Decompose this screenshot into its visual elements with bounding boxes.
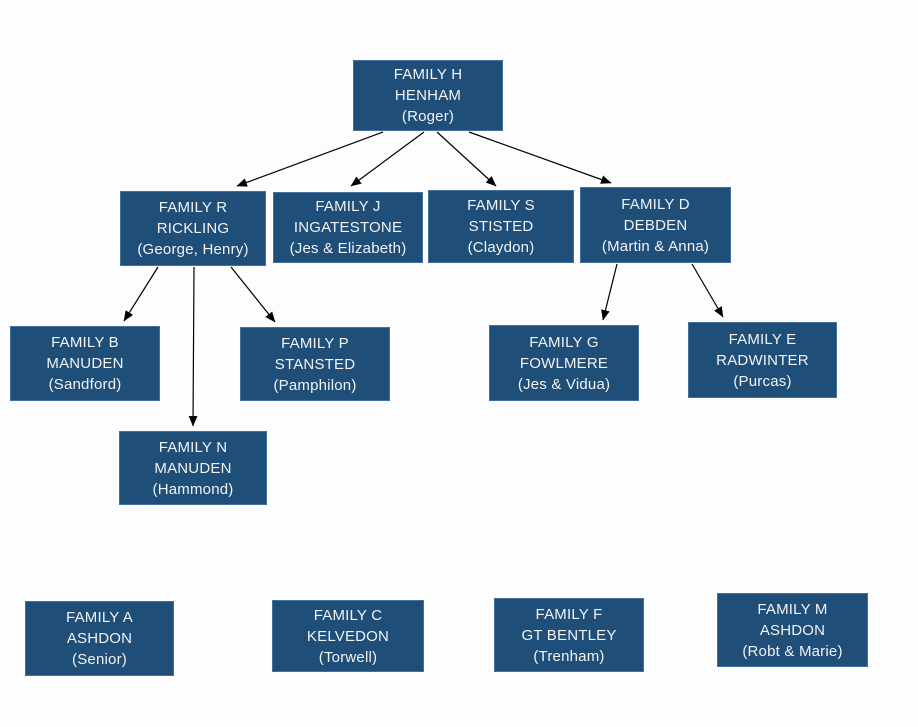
arrow-family-h-to-family-s	[436, 131, 497, 187]
node-label: FAMILY E	[728, 330, 797, 348]
family-node-family-e: FAMILY E RADWINTER (Purcas)	[688, 322, 837, 398]
node-label: DEBDEN	[623, 216, 688, 234]
node-label: MANUDEN	[46, 355, 124, 372]
node-label: MANUDEN	[154, 459, 232, 477]
node-label: KELVEDON	[306, 627, 390, 645]
arrow-family-h-to-family-d	[468, 131, 612, 184]
family-node-family-c: FAMILY C KELVEDON (Torwell)	[272, 600, 424, 672]
node-label: FAMILY R	[158, 199, 228, 216]
family-node-family-h: FAMILY H HENHAM (Roger)	[353, 60, 503, 131]
node-label: ASHDON	[66, 630, 133, 647]
node-label: FAMILY M	[757, 600, 828, 618]
node-label: (Torwell)	[318, 648, 378, 666]
family-node-family-f: FAMILY F GT BENTLEY (Trenham)	[494, 598, 644, 672]
arrow-family-h-to-family-r	[236, 131, 384, 187]
node-label: FAMILY C	[313, 606, 383, 624]
family-node-family-p: FAMILY P STANSTED (Pamphilon)	[240, 327, 390, 401]
family-node-family-s: FAMILY S STISTED (Claydon)	[428, 190, 574, 263]
arrow-family-r-to-family-b	[123, 266, 159, 322]
node-label: ASHDON	[759, 621, 826, 639]
node-label: (Claydon)	[467, 239, 535, 256]
family-node-family-n: FAMILY N MANUDEN (Hammond)	[119, 431, 267, 505]
arrow-family-d-to-family-e	[691, 263, 724, 318]
node-label: FAMILY G	[529, 333, 599, 351]
node-label: (Senior)	[72, 651, 127, 668]
arrow-family-h-to-family-j	[350, 131, 425, 187]
node-label: (Purcas)	[733, 372, 792, 390]
node-label: HENHAM	[394, 87, 462, 104]
arrow-family-d-to-family-g	[601, 263, 618, 321]
node-label: STISTED	[468, 218, 534, 235]
node-label: (Jes & Vidua)	[517, 375, 611, 393]
node-label: FAMILY P	[281, 334, 349, 352]
node-label: FAMILY F	[535, 605, 603, 623]
node-label: FOWLMERE	[519, 354, 609, 372]
node-label: (George, Henry)	[137, 241, 249, 258]
node-label: (Trenham)	[533, 647, 605, 665]
node-label: (Martin & Anna)	[601, 237, 710, 255]
node-label: (Hammond)	[152, 480, 234, 498]
node-label: FAMILY A	[66, 609, 133, 626]
family-node-family-m: FAMILY M ASHDON (Robt & Marie)	[717, 593, 868, 667]
node-label: (Jes & Elizabeth)	[289, 240, 407, 257]
family-node-family-j: FAMILY J INGATESTONE (Jes & Elizabeth)	[273, 192, 423, 263]
node-label: (Roger)	[401, 108, 455, 125]
node-label: STANSTED	[274, 355, 356, 373]
node-label: FAMILY B	[51, 334, 119, 351]
node-label: GT BENTLEY	[521, 626, 617, 644]
node-label: FAMILY D	[621, 195, 690, 213]
arrow-family-r-to-family-n	[188, 266, 198, 427]
node-label: (Sandford)	[48, 376, 122, 393]
family-node-family-d: FAMILY D DEBDEN (Martin & Anna)	[580, 187, 731, 263]
node-label: INGATESTONE	[293, 219, 403, 236]
family-node-family-a: FAMILY A ASHDON (Senior)	[25, 601, 174, 676]
node-label: (Robt & Marie)	[742, 642, 843, 660]
arrow-family-r-to-family-p	[230, 266, 276, 323]
node-label: FAMILY N	[158, 438, 228, 456]
node-label: RADWINTER	[716, 351, 809, 369]
node-label: FAMILY J	[315, 198, 381, 215]
family-node-family-g: FAMILY G FOWLMERE (Jes & Vidua)	[489, 325, 639, 401]
node-label: (Pamphilon)	[273, 376, 357, 394]
family-node-family-b: FAMILY B MANUDEN (Sandford)	[10, 326, 160, 401]
node-label: FAMILY H	[393, 66, 463, 83]
node-label: RICKLING	[156, 220, 230, 237]
family-node-family-r: FAMILY R RICKLING (George, Henry)	[120, 191, 266, 266]
node-label: FAMILY S	[467, 197, 535, 214]
